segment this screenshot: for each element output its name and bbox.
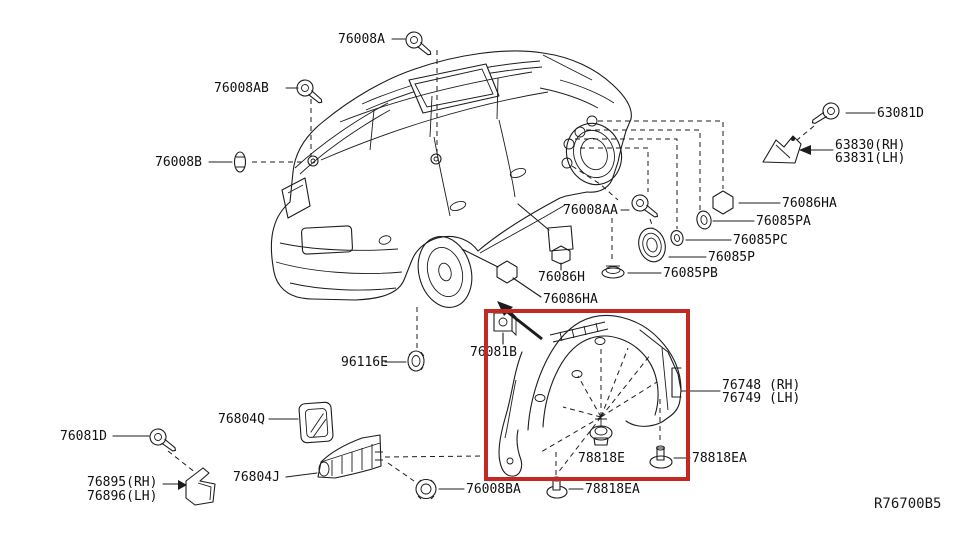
mudguard-76895 [186, 468, 215, 505]
part-label-76085p[interactable]: 76085P [708, 250, 755, 265]
part-label-78818ea-bottom[interactable]: 78818EA [585, 482, 640, 497]
grommet-icon-76085pa [695, 210, 712, 231]
part-label-63831[interactable]: 63831(LH) [835, 151, 906, 166]
diagram-reference-code: R76700B5 [874, 496, 942, 512]
part-label-76896[interactable]: 76896(LH) [87, 489, 158, 504]
highlight-box-edge-over-label [484, 343, 488, 361]
part-label-76085pc[interactable]: 76085PC [733, 233, 788, 248]
leader-lines [168, 50, 814, 481]
screw-icon-63081d [808, 100, 842, 130]
part-label-76086ha-right[interactable]: 76086HA [782, 196, 837, 211]
screw-icon-76081d [147, 426, 181, 456]
highlight-box [486, 311, 688, 479]
part-label-76008ab[interactable]: 76008AB [214, 81, 269, 96]
part-label-76081b[interactable]: 76081B [470, 345, 517, 360]
hexagon-icon-76086ha-mid [497, 261, 517, 283]
pushpin-icon-78818ea-right [650, 446, 672, 468]
part-label-76804q[interactable]: 76804Q [218, 412, 265, 427]
washer-icon-76085pb [602, 266, 624, 278]
hexagon-icon-76086ha-right [713, 191, 733, 214]
grommet-icon-76085pc [670, 229, 685, 246]
plate-icon-76086h [548, 226, 573, 264]
grommet-icon-76008ba [416, 480, 436, 500]
grommet-icon-96116e [408, 351, 424, 371]
clip-icon-76008b [235, 152, 246, 172]
screw-icon-76008aa [629, 192, 663, 222]
part-label-76085pa[interactable]: 76085PA [756, 214, 811, 229]
part-label-76749[interactable]: 76749 (LH) [722, 391, 801, 406]
part-label-63830[interactable]: 63830(RH) [835, 138, 906, 153]
part-label-76748[interactable]: 76748 (RH) [722, 378, 801, 393]
clip-icon-78818e [590, 413, 612, 445]
vehicle-body [271, 51, 631, 314]
bracket-76804j [318, 435, 383, 478]
pad-icon-76804q [299, 402, 334, 443]
part-label-76008aa[interactable]: 76008AA [563, 203, 618, 218]
screw-icon-76008a [403, 29, 436, 60]
part-label-78818e[interactable]: 78818E [578, 451, 625, 466]
bracket-63830 [763, 136, 801, 163]
part-label-76086h[interactable]: 76086H [538, 270, 585, 285]
part-label-78818ea-right[interactable]: 78818EA [692, 451, 747, 466]
part-label-63081d[interactable]: 63081D [877, 106, 924, 121]
part-label-76081d[interactable]: 76081D [60, 429, 107, 444]
part-label-76008a[interactable]: 76008A [338, 32, 385, 47]
part-label-76008b[interactable]: 76008B [155, 155, 202, 170]
part-label-76086ha-mid[interactable]: 76086HA [543, 292, 598, 307]
part-label-76895[interactable]: 76895(RH) [87, 475, 158, 490]
part-label-76804j[interactable]: 76804J [233, 470, 280, 485]
screw-icon-76008ab [294, 77, 327, 108]
part-label-96116e[interactable]: 96116E [341, 355, 388, 370]
part-label-76008ba[interactable]: 76008BA [466, 482, 521, 497]
part-label-76085pb[interactable]: 76085PB [663, 266, 718, 281]
grommet-icon-76085p [635, 225, 669, 265]
wheelhouse-protector-76748 [494, 301, 681, 476]
